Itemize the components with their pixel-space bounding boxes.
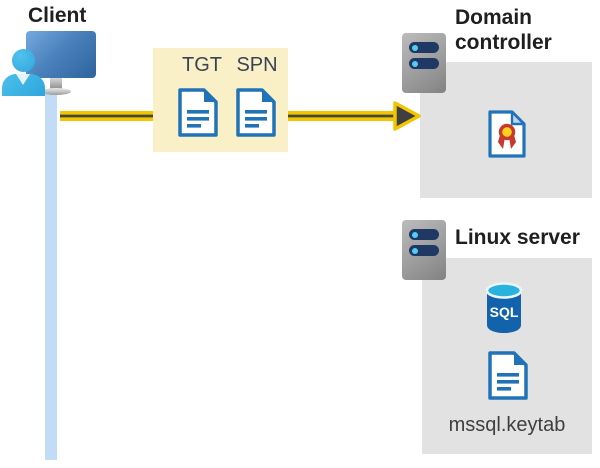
keytab-filename-label: mssql.keytab [448, 414, 566, 436]
person-vneck [16, 74, 30, 85]
tgt-document-icon [178, 88, 218, 137]
keytab-file-icon [488, 351, 528, 400]
tgt-label: TGT [182, 54, 222, 76]
sql-icon-label: SQL [490, 304, 519, 320]
monitor-icon [26, 31, 96, 78]
spn-document-icon [236, 88, 276, 137]
spn-label: SPN [236, 54, 278, 76]
client-label: Client [28, 4, 87, 27]
domain-controller-server-icon [402, 33, 446, 93]
monitor-stand [50, 78, 62, 89]
monitor-base [41, 88, 71, 95]
linux-server-icon [402, 220, 446, 280]
person-icon [12, 49, 35, 72]
certificate-icon [488, 110, 526, 158]
server-drive-slot [409, 42, 439, 53]
person-body [2, 74, 45, 96]
client-connector-bar [45, 93, 57, 460]
server-drive-slot [409, 58, 439, 69]
server-drive-slot [409, 245, 439, 256]
sql-database-icon: SQL [485, 282, 523, 333]
linux-server-label: Linux server [455, 226, 580, 249]
server-drive-slot [409, 229, 439, 240]
domain-controller-label: Domain controller [455, 6, 552, 54]
